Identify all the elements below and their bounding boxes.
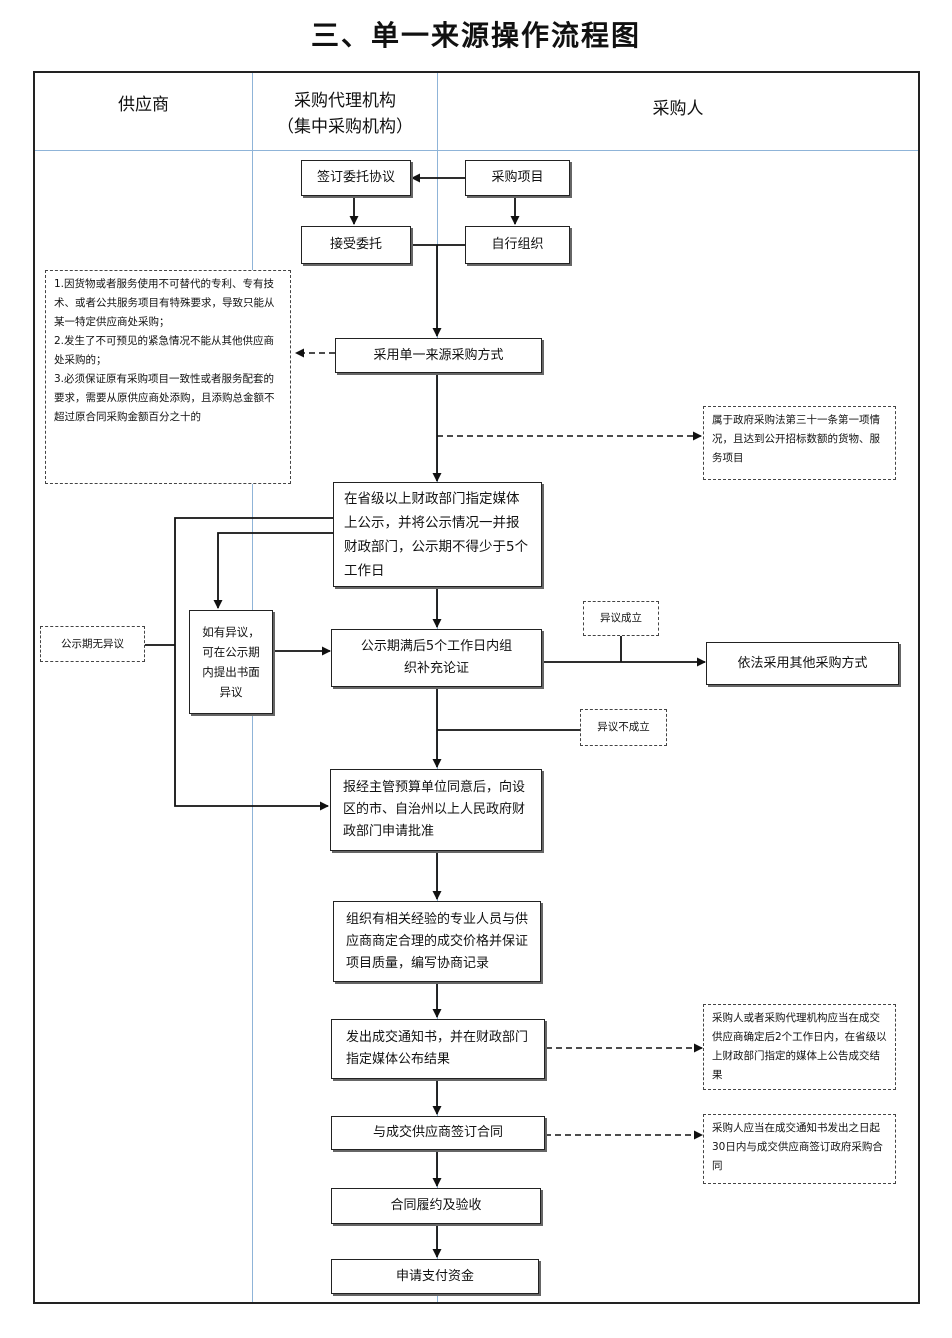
apply-approval-box: 报经主管预算单位同意后，向设区的市、自治州以上人民政府财政部门申请批准 (330, 769, 542, 851)
lane-header-agency-line1: 采购代理机构 (294, 91, 396, 111)
negotiate-box: 组织有相关经验的专业人员与供应商商定合理的成交价格并保证项目质量，编写协商记录 (333, 901, 541, 982)
condition-1: 1.因货物或者服务使用不可替代的专利、专有技术、或者公共服务项目有特殊要求，导致… (54, 278, 275, 328)
single-source-conditions-note: 1.因货物或者服务使用不可替代的专利、专有技术、或者公共服务项目有特殊要求，导致… (45, 270, 291, 484)
publicize-box: 在省级以上财政部门指定媒体上公示，并将公示情况一并报财政部门，公示期不得少于5个… (333, 482, 542, 587)
lane-header-agency: 采购代理机构 （集中采购机构） (253, 88, 437, 140)
issue-notice-box: 发出成交通知书，并在财政部门指定媒体公布结果 (331, 1019, 545, 1079)
lane-header-agency-line2: （集中采购机构） (277, 117, 413, 137)
article-31-note: 属于政府采购法第三十一条第一项情况，且达到公开招标数额的货物、服务项目 (703, 406, 896, 480)
lane-header-divider (35, 150, 918, 151)
announce-result-note: 采购人或者采购代理机构应当在成交供应商确定后2个工作日内，在省级以上财政部门指定… (703, 1004, 896, 1090)
condition-3: 3.必须保证原有采购项目一致性或者服务配套的要求，需要从原供应商处添购，且添购总… (54, 373, 275, 423)
perform-accept-box: 合同履约及验收 (331, 1188, 541, 1224)
sign-agreement-box: 签订委托协议 (301, 160, 411, 196)
sign-contract-box: 与成交供应商签订合同 (331, 1116, 545, 1150)
page-title: 三、单一来源操作流程图 (310, 19, 641, 52)
lane-header-purchaser: 采购人 (652, 99, 704, 119)
condition-2: 2.发生了不可预见的紧急情况不能从其他供应商处采购的； (54, 335, 275, 366)
use-other-method-box: 依法采用其他采购方式 (706, 642, 899, 685)
objection-rejected-note: 异议不成立 (580, 709, 667, 746)
objection-upheld-note: 异议成立 (583, 601, 659, 636)
adopt-single-source-box: 采用单一来源采购方式 (335, 338, 542, 373)
self-organize-box: 自行组织 (465, 226, 570, 264)
objection-within-period-box: 如有异议，可在公示期内提出书面异议 (189, 610, 273, 714)
purchase-project-box: 采购项目 (465, 160, 570, 196)
lane-header-supplier: 供应商 (118, 95, 169, 115)
apply-payment-box: 申请支付资金 (331, 1259, 539, 1294)
accept-commission-box: 接受委托 (301, 226, 411, 264)
no-objection-note: 公示期无异议 (40, 626, 145, 662)
contract-deadline-note: 采购人应当在成交通知书发出之日起30日内与成交供应商签订政府采购合同 (703, 1114, 896, 1184)
supplementary-demonstration-box: 公示期满后5个工作日内组织补充论证 (331, 629, 542, 687)
flowchart-frame (33, 71, 920, 1304)
